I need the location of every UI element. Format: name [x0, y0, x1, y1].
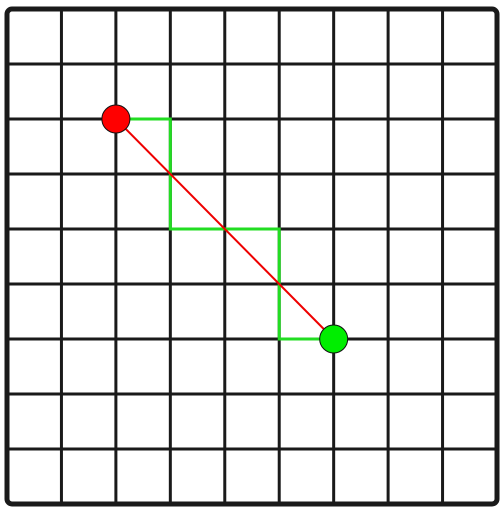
grid-frame	[4, 6, 500, 507]
start-point[interactable]	[101, 104, 131, 134]
straight-path	[115, 118, 335, 340]
end-point[interactable]	[319, 324, 349, 354]
grid-lines	[7, 9, 497, 504]
